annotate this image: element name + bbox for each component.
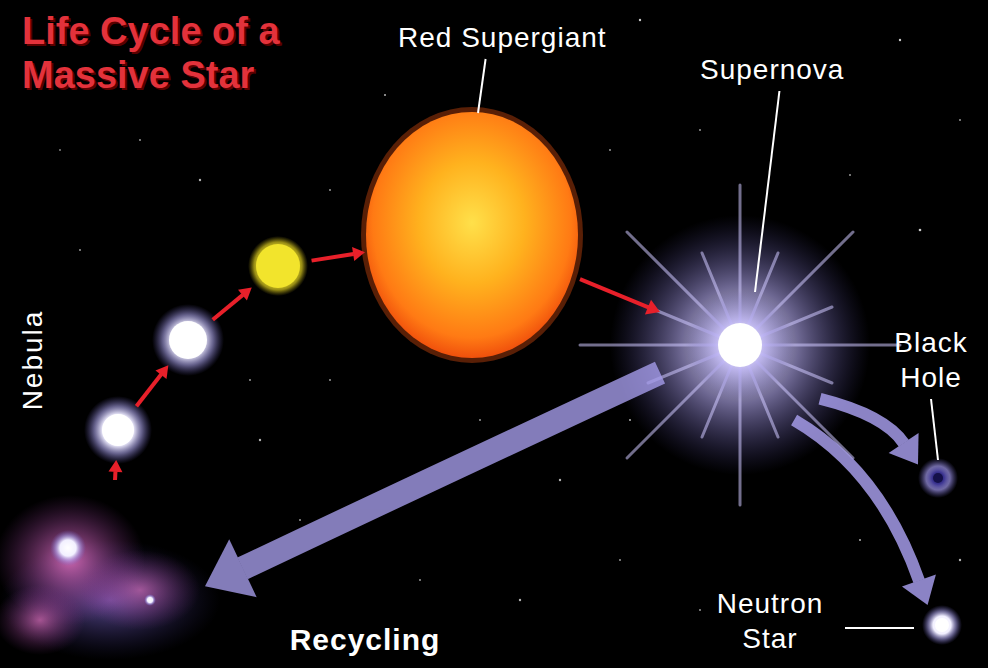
arrow-shaft — [580, 279, 648, 307]
stage-label: Nebula — [15, 310, 50, 411]
leader-line — [755, 91, 779, 292]
stage-connector — [794, 420, 936, 605]
stage-label: Red Supergiant — [398, 20, 607, 55]
arrow-shaft — [242, 373, 660, 569]
diagram-title: Life Cycle of a Massive Star — [22, 10, 362, 97]
stage-connector — [108, 247, 365, 480]
leader-lines — [478, 59, 938, 628]
stage-label: Supernova — [700, 52, 844, 87]
stage-connector — [580, 279, 660, 314]
arrow-head — [352, 247, 365, 261]
arrow-shaft — [213, 295, 243, 320]
supernova-stage: Supernova — [660, 270, 820, 420]
young-stars — [84, 236, 308, 464]
nebula-cloud — [0, 495, 220, 660]
stage-label: Neutron Star — [700, 586, 840, 656]
arrow-shaft — [312, 254, 354, 261]
leader-line — [478, 59, 486, 113]
stage-label: Black Hole — [885, 325, 977, 395]
leader-line — [845, 627, 914, 629]
background-stars — [59, 19, 961, 611]
supernova-burst — [580, 185, 900, 505]
arrow-shaft — [113, 471, 118, 480]
arrow-head — [108, 460, 122, 472]
red-supergiant-stage: Red Supergiant — [365, 110, 580, 360]
black-hole-dot — [918, 458, 958, 498]
nebula-region: Nebula — [15, 480, 205, 645]
arrow-shaft — [820, 399, 904, 444]
leader-line — [931, 399, 938, 460]
neutron-star-stage: Neutron Star — [922, 605, 962, 645]
red-supergiant-star — [361, 107, 583, 363]
stage-connector — [205, 373, 660, 598]
neutron-star-dot — [922, 605, 962, 645]
connector-label: Recycling — [286, 622, 445, 658]
black-hole-stage: Black Hole — [918, 458, 958, 498]
arrow-shaft — [794, 420, 919, 581]
arrow-shaft — [136, 374, 161, 406]
